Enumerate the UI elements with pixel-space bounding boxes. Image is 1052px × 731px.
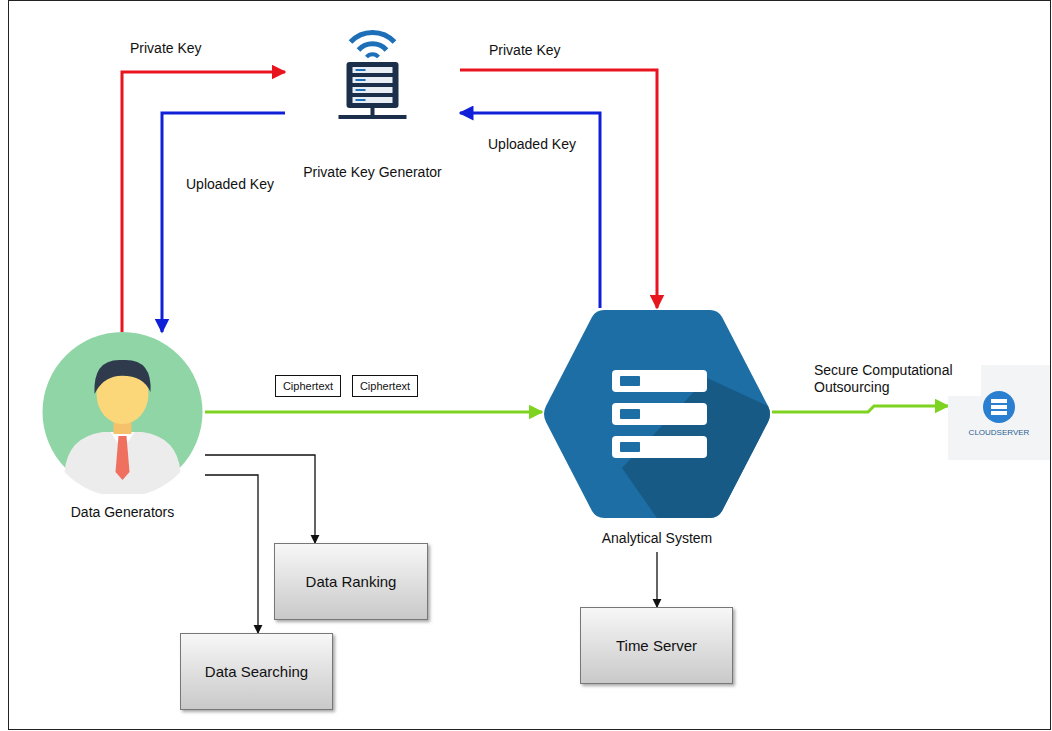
process-box: Data Ranking — [274, 543, 428, 620]
node-text: Time Server — [616, 637, 697, 654]
person-icon — [40, 332, 205, 494]
edge-label: Uploaded Key — [184, 176, 276, 193]
node-text: Private Key Generator — [285, 164, 460, 180]
edge-label: Uploaded Key — [486, 136, 578, 153]
node-text: CLOUDSERVER — [948, 428, 1050, 437]
process-box: Time Server — [580, 607, 733, 684]
analytical-system-hexagon: Analytical System — [542, 308, 772, 552]
data-generator-actor: Data Generators — [40, 332, 205, 524]
connector-arrow — [772, 406, 948, 412]
process-box: Data Searching — [180, 633, 333, 710]
edge-label: Private Key — [128, 40, 204, 57]
edge-label: Secure Computational Outsourcing — [812, 362, 981, 396]
node-text: Analytical System — [542, 530, 772, 546]
ciphertext-box: Ciphertext — [352, 375, 418, 397]
connector-arrow — [656, 552, 657, 607]
connector-arrow — [122, 72, 285, 332]
ciphertext-box: Ciphertext — [275, 375, 341, 397]
connector-arrow — [205, 455, 315, 543]
connector-arrow — [460, 113, 600, 308]
node-text: Ciphertext — [360, 380, 410, 392]
server-icon — [285, 20, 460, 130]
node-text: Data Ranking — [306, 573, 397, 590]
key-generator-server: Private Key Generator — [285, 20, 460, 185]
connector-arrow — [205, 475, 258, 633]
node-text: Ciphertext — [283, 380, 333, 392]
connector-arrow — [162, 113, 285, 332]
connector-arrow — [460, 70, 657, 308]
edge-label: Private Key — [487, 42, 563, 59]
node-text: Data Generators — [40, 504, 205, 520]
node-text: Data Searching — [205, 663, 308, 680]
hexagon-shape — [542, 308, 772, 520]
connector-arrow — [205, 411, 542, 414]
